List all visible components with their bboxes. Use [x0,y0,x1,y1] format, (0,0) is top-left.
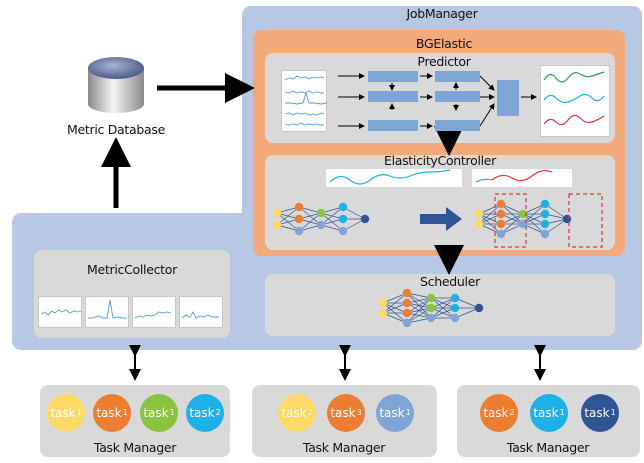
network-node [540,199,550,209]
database-icon [88,57,144,113]
predictor-flow-arrows [338,73,537,129]
task-manager-links [129,345,546,381]
network-node [540,219,550,229]
network-node [474,219,484,229]
scheduler-panel [265,274,615,336]
task-manager-label-1: Task Manager [93,440,177,455]
network-node [316,208,326,218]
scale-arrow [420,207,462,231]
network-node [316,220,326,230]
network-node [402,288,412,298]
network-node [338,202,348,212]
network-node [272,220,282,230]
network-node [378,308,388,318]
network-node [402,298,412,308]
network-node [518,209,528,219]
network-node [294,202,304,212]
network-node [474,303,484,313]
network-node [338,226,348,236]
predictor-layers [368,71,519,131]
network-node [402,318,412,328]
network-node [272,208,282,218]
controller-input-strip [326,169,462,187]
metric-database-label: Metric Database [67,122,165,137]
job-manager-title: JobManager [406,6,478,21]
network-node [450,293,460,303]
predictor-output-lines [543,71,605,126]
collector-chart-2 [85,296,129,328]
collector-chart-4 [179,296,223,328]
network-node [540,229,550,239]
network-node [450,303,460,313]
predictor-input-lines [284,75,328,126]
network-node [426,313,436,323]
task-manager-label-2: Task Manager [302,440,386,455]
predictor-output-chart [540,65,610,137]
predictor-title-line1: BGElastic [415,36,473,51]
predictor-title-line2: Predictor [417,54,471,69]
controller-input-curve [329,169,451,185]
network-node [474,209,484,219]
network-node [496,219,506,229]
network-node [294,226,304,236]
network-node [496,209,506,219]
network-node [496,229,506,239]
network-node [450,313,460,323]
elasticity-controller-title: ElasticityController [383,153,497,168]
metric-collector-title: MetricCollector [87,262,177,277]
network-node [378,298,388,308]
highlight-box-1 [494,193,527,248]
network-node [360,214,370,224]
network-node [426,293,436,303]
network-node [540,209,550,219]
network-node [426,303,436,313]
network-node [496,199,506,209]
highlight-box-2 [568,193,603,248]
task-manager-label-3: Task Manager [506,440,590,455]
network-node [518,219,528,229]
network-node [562,214,572,224]
scheduler-title: Scheduler [420,274,480,289]
collector-lines [40,299,219,319]
network-node [294,214,304,224]
network-node [338,214,348,224]
controller-output-curve [491,170,553,182]
controller-output-strip [472,169,572,187]
network-node [402,308,412,318]
